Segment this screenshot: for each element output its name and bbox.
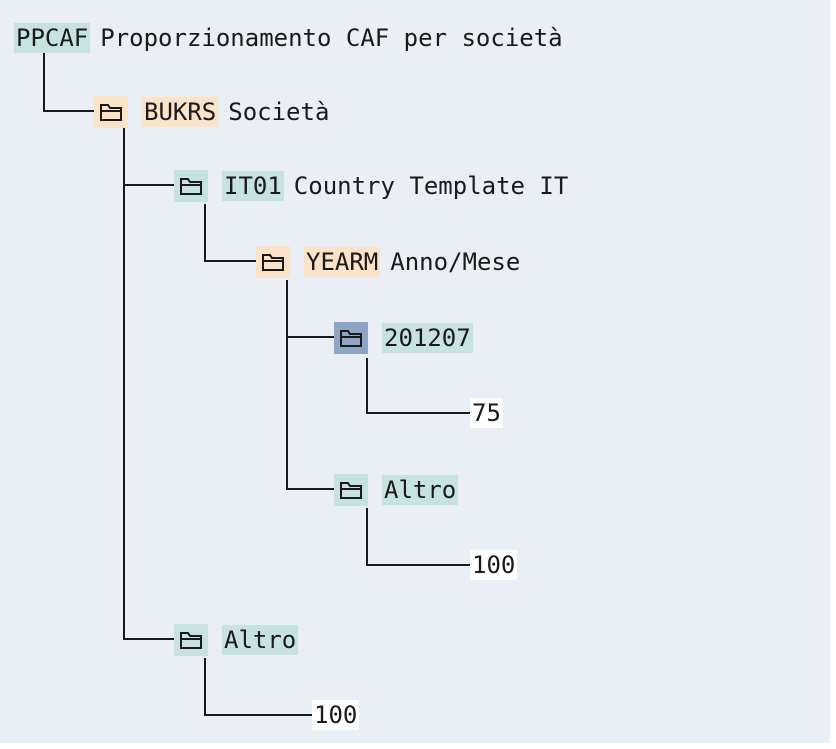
node-code[interactable]: IT01	[222, 171, 284, 201]
tree-connector	[366, 358, 368, 414]
tree-node-bukrs[interactable]: BUKRS Società	[94, 96, 329, 128]
folder-icon[interactable]	[94, 96, 128, 128]
node-code[interactable]: 201207	[382, 323, 473, 353]
tree-node-bukrs-altro[interactable]: Altro	[174, 624, 308, 656]
node-description: Società	[228, 98, 330, 126]
folder-icon[interactable]	[256, 246, 290, 278]
tree-connector	[123, 128, 125, 640]
node-value[interactable]: 75	[470, 398, 503, 428]
tree-connector	[204, 714, 312, 716]
tree-connector	[286, 336, 334, 338]
node-description: Country Template IT	[293, 172, 569, 200]
tree-connector	[204, 260, 256, 262]
node-value[interactable]: 100	[312, 700, 360, 730]
tree-connector	[204, 658, 206, 716]
tree-connector	[286, 488, 334, 490]
tree-connector	[286, 280, 288, 490]
tree-connector	[123, 638, 175, 640]
node-description: Anno/Mese	[390, 248, 521, 276]
tree-connector	[123, 184, 175, 186]
folder-icon[interactable]	[334, 322, 368, 354]
focus-marker	[363, 320, 370, 327]
tree-connector	[366, 564, 470, 566]
focus-marker	[363, 349, 370, 356]
tree-node-root[interactable]: PPCAF Proporzionamento CAF per società	[14, 22, 563, 54]
tree-node-yearm-altro[interactable]: Altro	[334, 474, 468, 506]
tree-node-it01[interactable]: IT01 Country Template IT	[174, 170, 568, 202]
tree-connector	[366, 412, 470, 414]
folder-icon[interactable]	[174, 170, 208, 202]
node-code[interactable]: Altro	[222, 625, 299, 655]
focus-marker	[332, 349, 339, 356]
node-code[interactable]: PPCAF	[14, 23, 91, 53]
focus-marker	[332, 320, 339, 327]
tree-connector	[204, 204, 206, 262]
node-description: Proporzionamento CAF per società	[100, 24, 563, 52]
tree-connector	[366, 508, 368, 566]
tree-node-yearm[interactable]: YEARM Anno/Mese	[256, 246, 520, 278]
node-value[interactable]: 100	[470, 550, 518, 580]
folder-icon[interactable]	[334, 474, 368, 506]
node-code[interactable]: YEARM	[304, 247, 381, 277]
folder-icon[interactable]	[174, 624, 208, 656]
tree-connector	[43, 110, 95, 112]
node-code[interactable]: BUKRS	[142, 97, 219, 127]
tree-connector	[43, 52, 45, 112]
tree-node-201207[interactable]: 201207	[334, 322, 483, 354]
node-code[interactable]: Altro	[382, 475, 459, 505]
